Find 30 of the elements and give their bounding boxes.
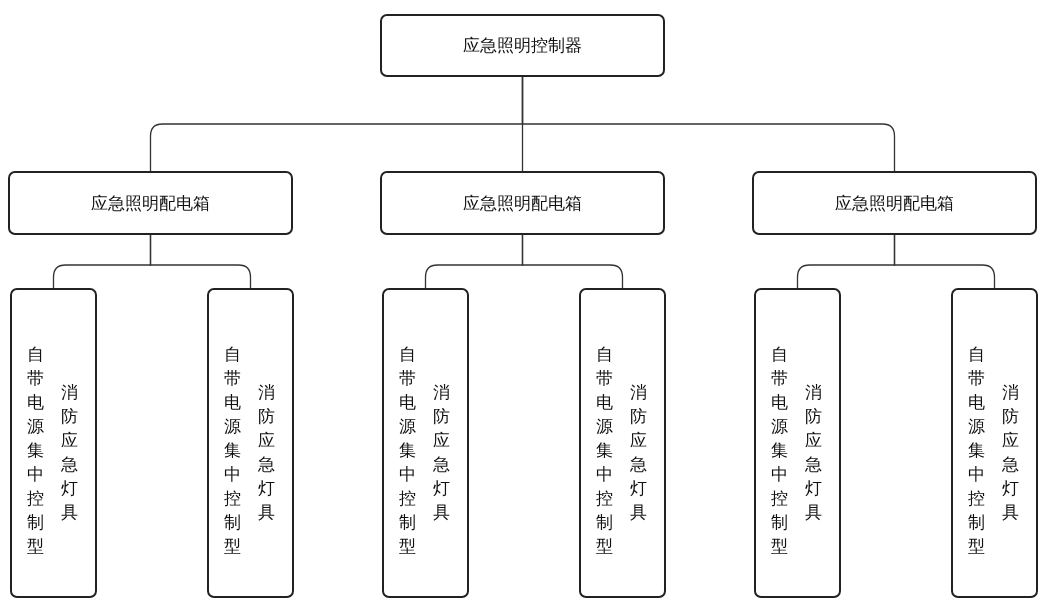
lamp-box bbox=[754, 288, 841, 598]
lamp-box bbox=[382, 288, 469, 598]
connector-line bbox=[521, 76, 896, 172]
lamp-box bbox=[579, 288, 666, 598]
box-label: 应急照明配电箱 bbox=[91, 191, 210, 215]
distribution-box bbox=[8, 171, 293, 235]
vertical-label: 消防应急灯具 bbox=[60, 381, 78, 524]
vertical-label: 消防应急灯具 bbox=[629, 381, 647, 524]
vertical-label: 消防应急灯具 bbox=[804, 381, 822, 524]
vertical-label: 自带电源集中控制型 bbox=[26, 343, 44, 558]
vertical-label: 消防应急灯具 bbox=[257, 381, 275, 524]
box-label: 应急照明配电箱 bbox=[835, 191, 954, 215]
connector-line bbox=[893, 234, 996, 289]
distribution-box bbox=[752, 171, 1037, 235]
box-label: 应急照明控制器 bbox=[463, 34, 582, 57]
vertical-label: 自带电源集中控制型 bbox=[770, 343, 788, 558]
lamp-box bbox=[951, 288, 1038, 598]
connector-line bbox=[149, 234, 252, 289]
connector-line bbox=[521, 234, 624, 289]
lamp-box bbox=[10, 288, 97, 598]
vertical-label: 自带电源集中控制型 bbox=[967, 343, 985, 558]
distribution-box bbox=[380, 171, 665, 235]
lamp-box bbox=[207, 288, 294, 598]
box-label: 应急照明配电箱 bbox=[463, 191, 582, 215]
vertical-label: 消防应急灯具 bbox=[432, 381, 450, 524]
vertical-label: 自带电源集中控制型 bbox=[595, 343, 613, 558]
controller-box bbox=[380, 14, 665, 77]
vertical-label: 消防应急灯具 bbox=[1001, 381, 1019, 524]
vertical-label: 自带电源集中控制型 bbox=[223, 343, 241, 558]
vertical-label: 自带电源集中控制型 bbox=[398, 343, 416, 558]
